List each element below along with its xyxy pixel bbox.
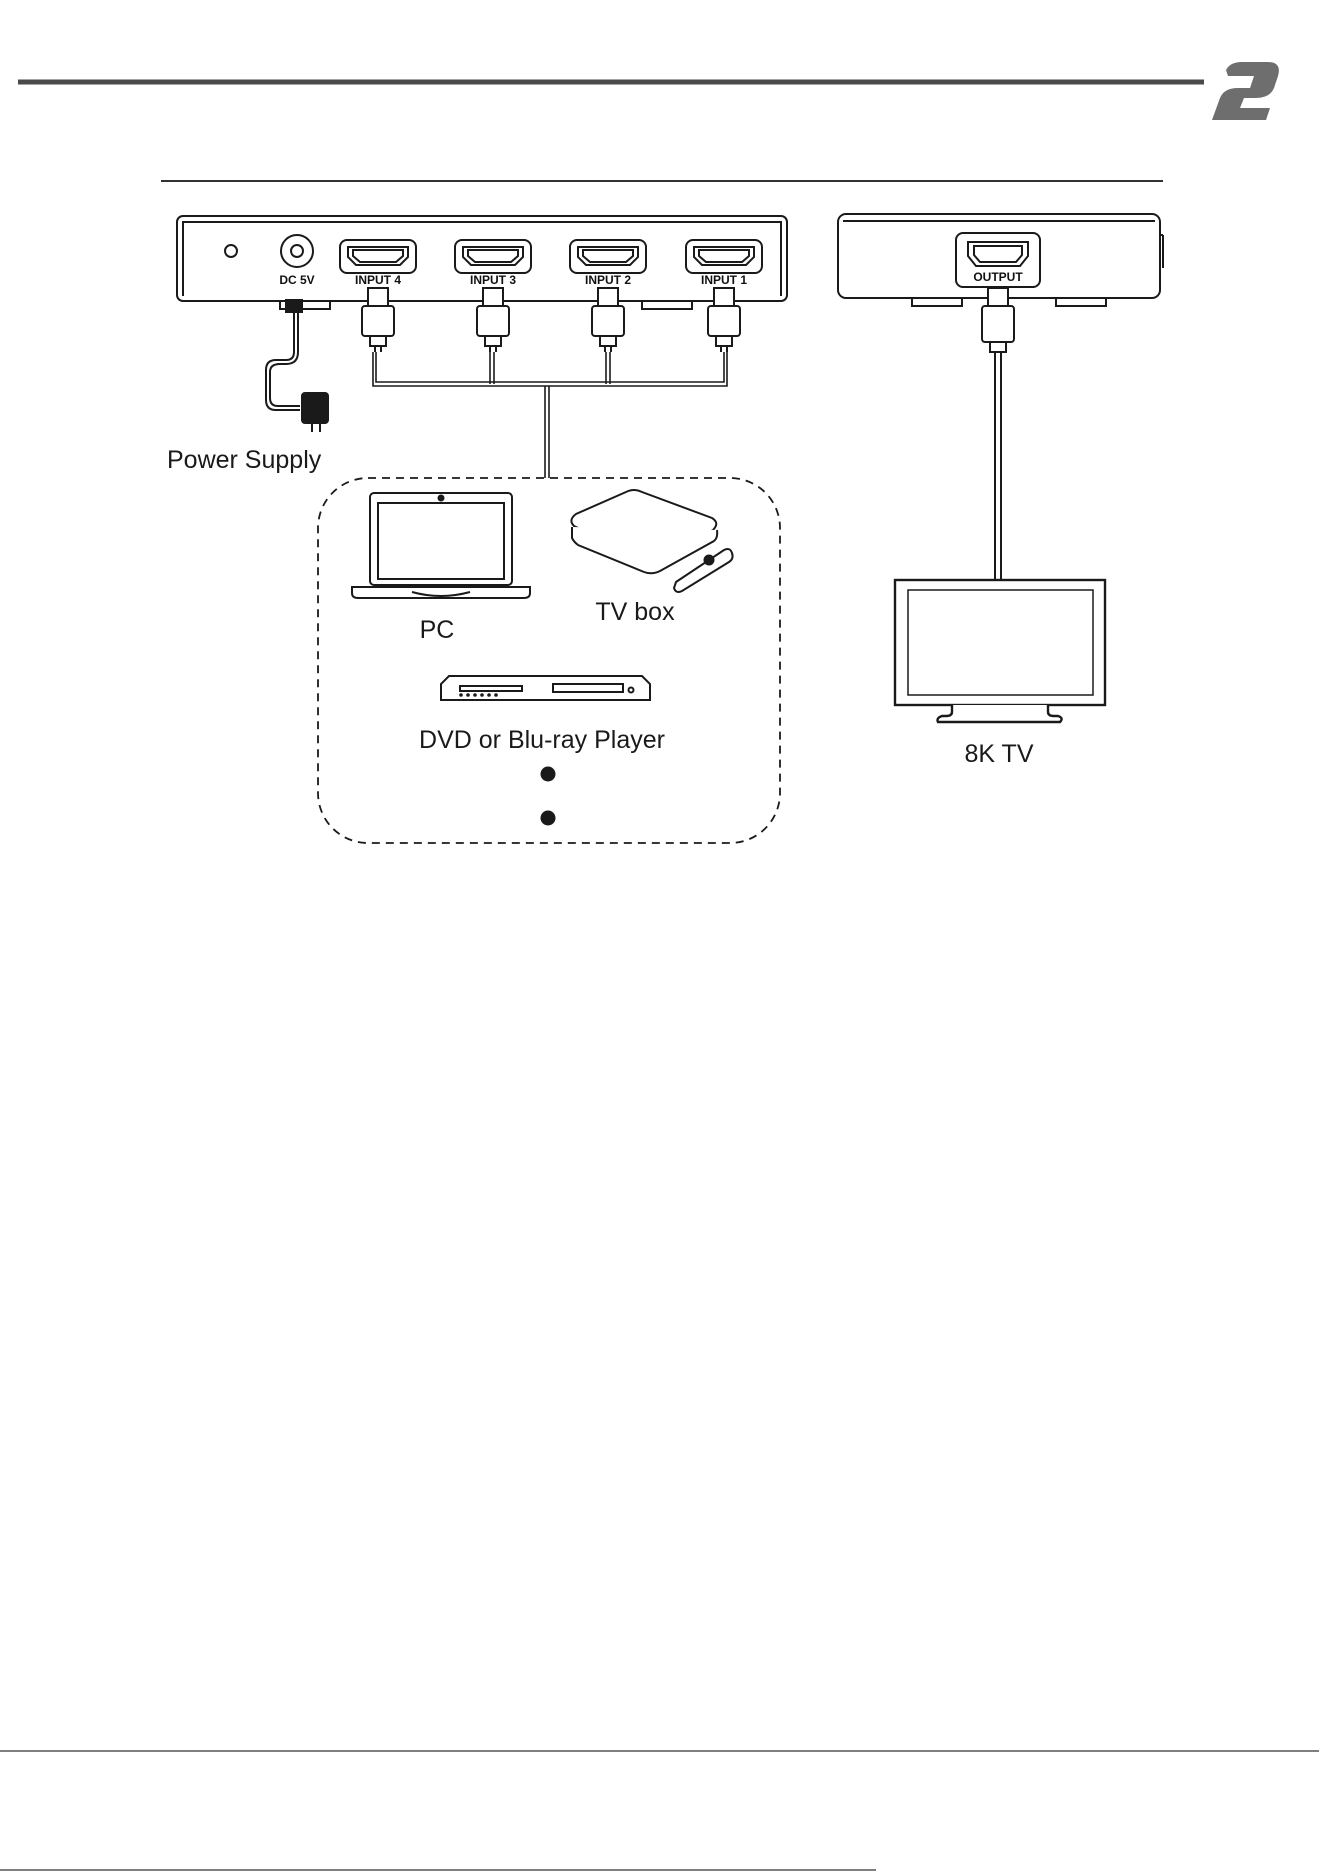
hdmi-input-port-icon xyxy=(455,240,531,273)
input-port-label: INPUT 3 xyxy=(470,273,516,287)
brand-logo-icon xyxy=(1212,62,1279,120)
dvd-label: DVD or Blu-ray Player xyxy=(419,726,665,754)
power-led-icon xyxy=(225,245,237,257)
input-port-label: INPUT 1 xyxy=(701,273,747,287)
hdmi-input-port-icon xyxy=(686,240,762,273)
more-dot-icon xyxy=(541,811,556,826)
dc-jack-icon xyxy=(281,235,313,267)
cable-bus xyxy=(373,352,727,478)
tv-box-label: TV box xyxy=(595,598,675,626)
tv-icon xyxy=(895,580,1105,722)
laptop-icon xyxy=(352,493,530,598)
input-port-label: INPUT 4 xyxy=(355,273,401,287)
more-dot-icon xyxy=(541,767,556,782)
input-port-label: INPUT 2 xyxy=(585,273,631,287)
dc-port-label: DC 5V xyxy=(279,273,314,287)
hdmi-input-port-icon xyxy=(340,240,416,273)
output-cable xyxy=(982,288,1014,580)
pc-label: PC xyxy=(420,616,455,644)
tv-label: 8K TV xyxy=(964,740,1033,768)
tv-box-icon xyxy=(571,490,732,592)
power-supply-label: Power Supply xyxy=(167,446,322,474)
power-adapter-icon xyxy=(266,300,328,432)
hdmi-input-port-icon xyxy=(570,240,646,273)
output-label: OUTPUT xyxy=(973,270,1023,284)
dvd-player-icon xyxy=(441,676,650,700)
